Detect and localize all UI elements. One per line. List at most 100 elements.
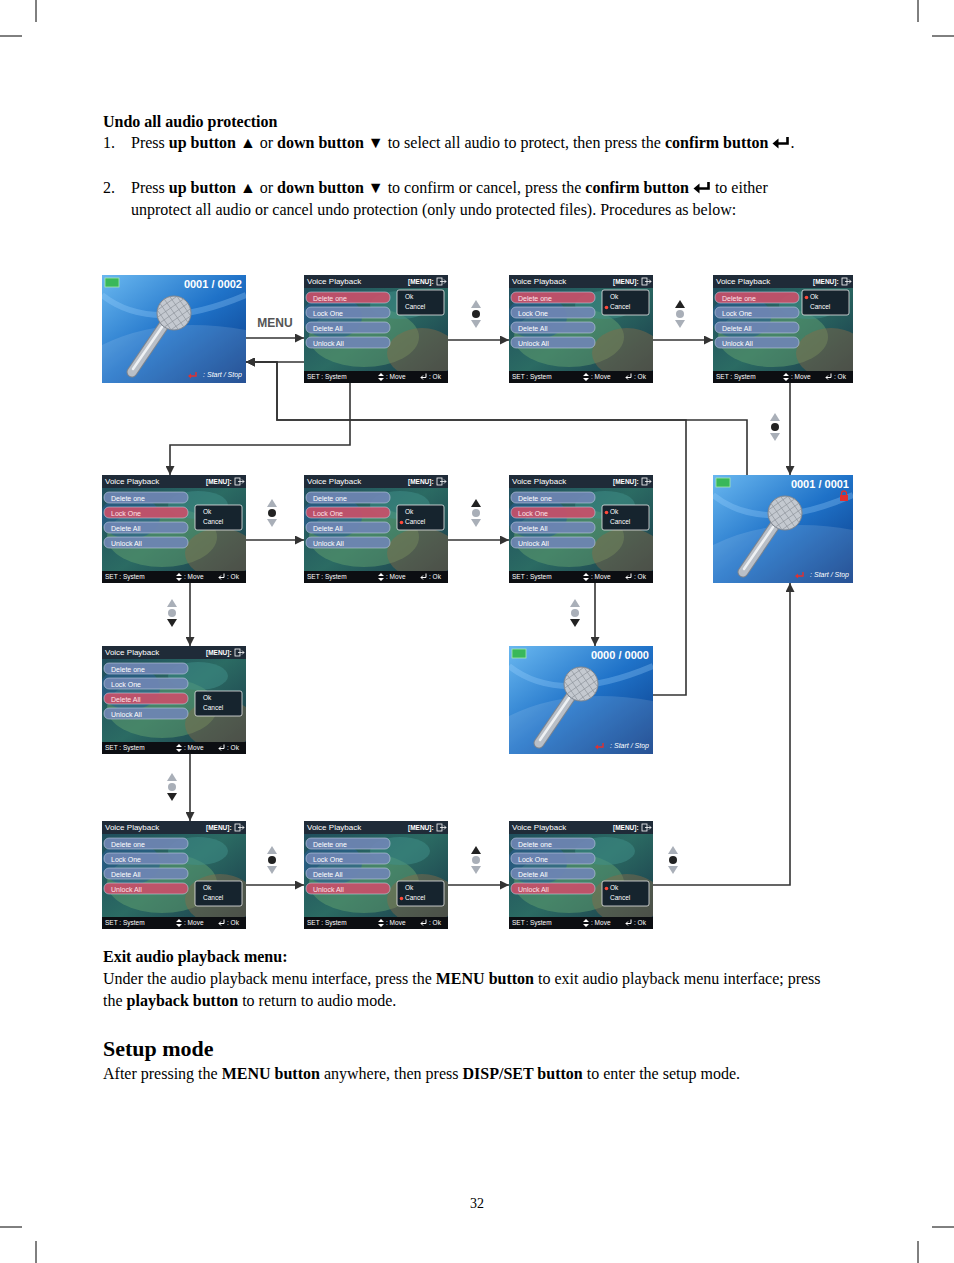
hint-text: : Ok [227,920,239,927]
illustration-part [104,663,188,674]
flow-arrow [170,383,350,475]
hint-text: : Ok [227,745,239,752]
illustration-part [306,853,390,864]
hint-text: : Start / Stop [810,571,849,578]
illustration-part [668,846,678,854]
illustration-part [440,280,446,284]
body-text: MENU button [222,1065,320,1082]
hint-text: : Move [386,574,406,581]
menu-screen: Voice Playback[MENU]:Delete oneLock OneD… [102,646,246,754]
step-text: or [256,134,277,151]
illustration-part [306,868,390,879]
illustration-part [781,497,799,523]
illustration-part [268,509,276,517]
illustration-part [602,290,649,315]
illustration-part [471,866,481,874]
screen-art [102,275,246,383]
illustration-part [471,300,481,308]
illustration-part [188,374,191,379]
hint-text: : Start / Stop [610,742,649,749]
confirm-button-icon [772,134,790,151]
illustration-part [564,667,598,701]
illustration-part [571,609,579,617]
illustration-part [511,507,595,518]
illustration-part [421,574,426,580]
hint-text: : Ok [834,374,846,381]
illustration-part [770,413,780,421]
illustration-part [167,773,177,781]
illustration-part [592,328,653,378]
illustration-part [743,525,775,572]
popup-option: Cancel [405,519,425,526]
illustration-part [642,824,651,831]
illustration-part [713,371,853,383]
illustration-part [387,328,448,378]
step-text: up button ▲ [169,134,256,151]
flow-arrow [448,884,509,886]
illustration-part [509,571,653,583]
illustration-part [511,337,595,348]
return-icon [693,181,711,194]
menu-key: [MENU]: [408,825,434,832]
updown-button-icon [167,773,177,801]
step-text: Press up button ▲ or down button ▼ to co… [131,177,819,221]
illustration-part [133,327,162,369]
hint-text: : Ok [227,574,239,581]
hint-text: : Move [184,745,204,752]
menu-item: Lock One [313,856,343,863]
body-text: Under the audio playback menu interface,… [103,968,821,1012]
hint-text: : Move [591,920,611,927]
hint-text: SET : System [512,920,552,927]
illustration-part [235,478,244,485]
page-heading: Undo all audio protection [103,111,277,133]
menu-item: Delete All [313,325,343,332]
illustration-part [105,278,119,287]
screen-title: Voice Playback [105,824,159,832]
step-text: . [790,134,794,151]
illustration-part [932,1227,954,1228]
illustration-part [219,920,224,926]
confirm-button-icon [693,179,711,196]
menu-screen: Voice Playback[MENU]:Delete oneLock OneD… [509,275,653,383]
illustration-part [509,475,653,488]
illustration-part [306,292,390,303]
step-text: confirm button [665,134,769,151]
illustration-part [238,826,244,830]
illustration-part [440,826,446,830]
menu-item: Unlock All [313,540,344,547]
illustration-part [168,783,176,791]
edge-label: MENU [255,316,294,330]
illustration-part [304,917,448,929]
menu-key: [MENU]: [206,479,232,486]
flow-arrow [246,362,747,475]
menu-screen: Voice Playback[MENU]:Delete oneLock OneD… [509,475,653,583]
section-heading: Exit audio playback menu: [103,946,821,968]
illustration-part [267,866,277,874]
section-heading: Setup mode [103,1034,821,1064]
illustration-part [540,698,569,740]
flow-arrow [789,383,791,475]
illustration-part [102,571,246,583]
illustration-part [584,667,598,687]
illustration-part [932,36,954,37]
illustration-part [645,280,651,284]
illustration-part [698,182,709,189]
illustration-part [168,609,176,617]
menu-item: Delete All [518,325,548,332]
illustration-part [842,278,851,285]
menu-key: [MENU]: [813,279,839,286]
illustration-part [642,278,651,285]
hint-text: : Move [791,374,811,381]
hint-text: : Move [184,920,204,927]
popup-option: Ok [610,509,618,516]
illustration-part [378,573,384,581]
illustration-part [539,696,571,743]
illustration-part [795,574,798,579]
illustration-part [511,883,595,894]
illustration-part [397,505,444,530]
popup-option: Ok [405,885,413,892]
illustration-part [669,856,677,864]
screen-title: Voice Playback [716,278,770,286]
illustration-part [304,475,448,488]
